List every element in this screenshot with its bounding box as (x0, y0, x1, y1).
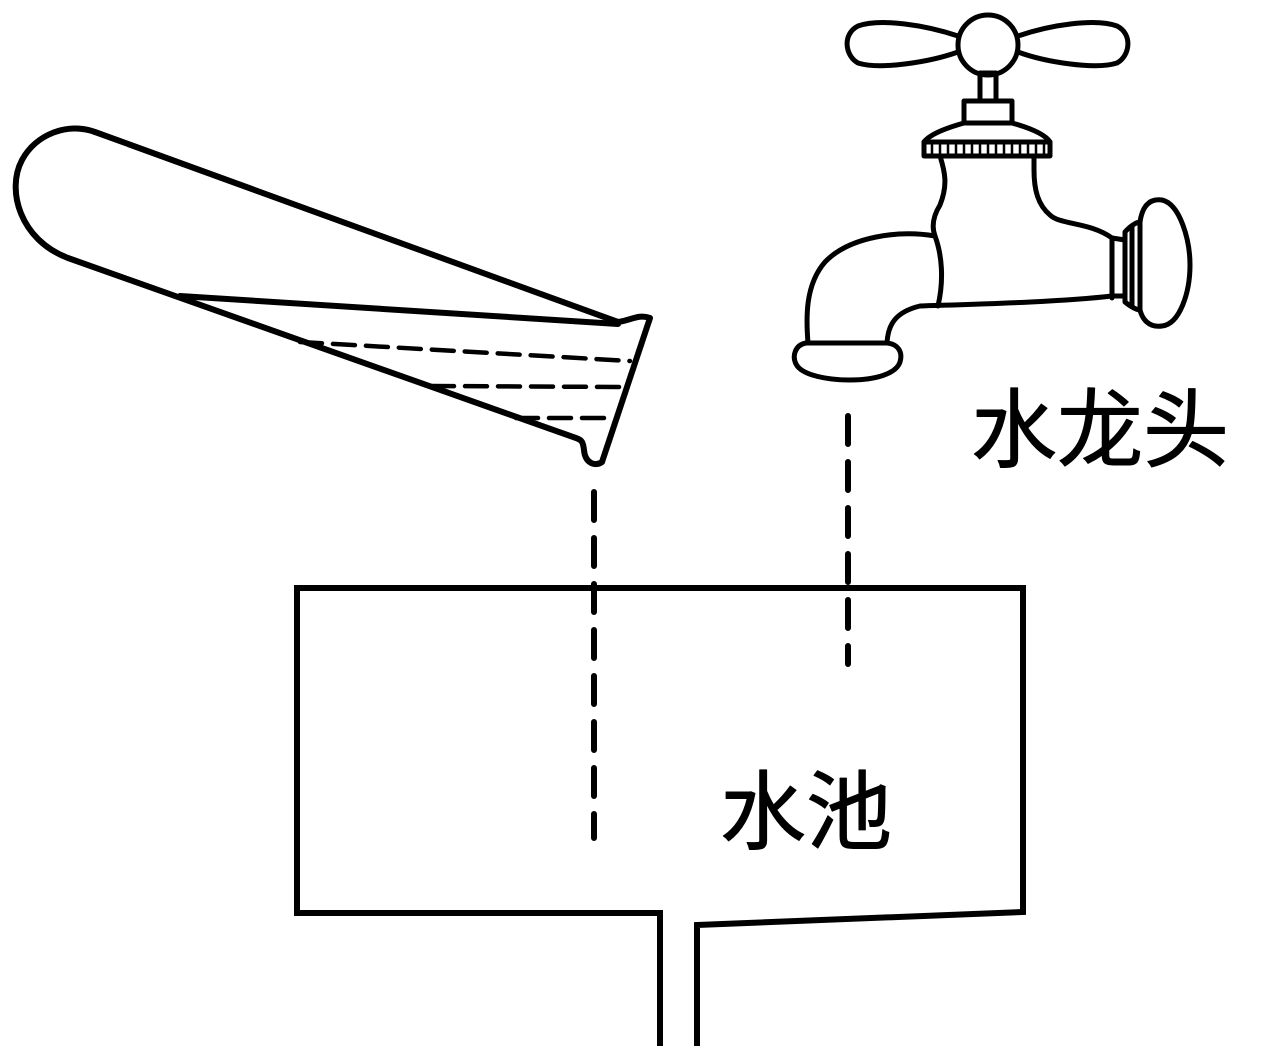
faucet-spout-tip (791, 340, 904, 383)
sink-basin (294, 585, 1026, 1046)
test-tube-icon (12, 125, 653, 468)
faucet-handle-hub (955, 12, 1021, 78)
faucet-label: 水龙头 (971, 381, 1229, 481)
faucet-body (804, 153, 1128, 346)
faucet-bonnet (921, 120, 1053, 145)
faucet-icon (791, 12, 1193, 383)
faucet-body-seam (932, 233, 945, 309)
sink-label: 水池 (720, 763, 892, 863)
test-tube-liquid-surface (177, 293, 621, 327)
test-tube-outline (12, 125, 653, 468)
test-tube-liquid-dash-1 (297, 339, 633, 364)
faucet-knurl-marks (930, 140, 1046, 158)
faucet-stem-collar (961, 98, 1015, 126)
faucet-handle-left-wing (844, 20, 961, 69)
faucet-handle-right-wing (1015, 20, 1131, 69)
test-tube-liquid-dash-2 (429, 383, 625, 390)
faucet-inlet-cap (1137, 197, 1193, 329)
